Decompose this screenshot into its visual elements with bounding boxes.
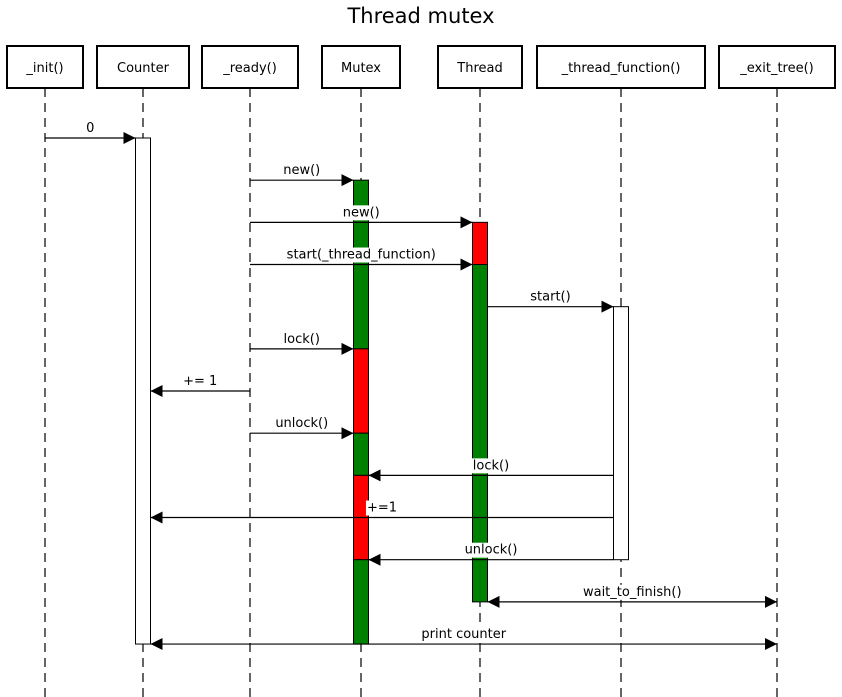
activation-thread_function-active	[613, 306, 629, 561]
participant-label-thread: Thread	[456, 61, 502, 76]
message-label-11: unlock()	[465, 543, 518, 558]
message-label-bg-11	[463, 542, 519, 558]
message-arrowhead-13	[765, 638, 777, 651]
participant-box-thread	[437, 45, 523, 89]
message-label-bg-5	[529, 289, 572, 305]
message-label-bg-8	[274, 416, 330, 432]
message-label-2: new()	[283, 163, 320, 178]
message-label-4: start(_thread_function)	[287, 248, 436, 263]
message-label-bg-13	[420, 627, 508, 643]
message-label-bg-12	[581, 584, 683, 600]
message-label-8: unlock()	[275, 416, 328, 431]
message-arrowhead-9	[368, 469, 381, 482]
message-label-bg-10	[365, 500, 399, 516]
message-arrowhead-6	[341, 342, 354, 355]
activation-mutex-unlocked	[353, 432, 369, 476]
message-arrowhead-7	[150, 385, 163, 398]
message-label-1: 0	[86, 121, 94, 136]
message-label-13: print counter	[421, 627, 506, 642]
participant-label-mutex: Mutex	[341, 61, 381, 76]
participant-box-exit_tree	[718, 45, 836, 89]
message-label-10: +=1	[367, 501, 397, 516]
message-label-3: new()	[343, 205, 380, 220]
message-arrowhead-5	[601, 300, 614, 313]
participant-box-mutex	[321, 45, 401, 89]
message-label-bg-4	[285, 247, 437, 263]
participant-label-thread_function: _thread_function()	[561, 61, 681, 76]
message-label-bg-3	[341, 205, 381, 221]
participant-box-counter	[96, 45, 190, 89]
message-label-bg-9	[471, 458, 511, 474]
message-arrowhead-12	[765, 595, 777, 608]
message-label-bg-6	[282, 331, 321, 347]
participant-box-ready	[201, 45, 299, 89]
message-label-7: += 1	[183, 374, 217, 389]
activation-mutex-locked	[353, 348, 369, 434]
participant-box-init	[6, 45, 84, 89]
participant-label-ready: _ready()	[222, 61, 277, 76]
participant-label-init: _init()	[25, 61, 63, 76]
message-arrowhead-1	[123, 132, 136, 144]
message-arrowhead-8	[341, 427, 354, 440]
message-arrowhead-10	[150, 511, 163, 524]
message-arrowhead-back-13	[150, 638, 163, 651]
message-label-5: start()	[530, 290, 570, 305]
message-arrowhead-11	[368, 553, 381, 566]
diagram-title: Thread mutex	[346, 4, 494, 28]
activation-mutex-unlocked	[353, 559, 369, 645]
message-arrowhead-2	[341, 174, 354, 187]
participant-label-counter: Counter	[117, 61, 170, 76]
message-arrowhead-3	[460, 216, 473, 229]
message-label-bg-2	[282, 163, 322, 179]
message-label-9: lock()	[473, 458, 509, 473]
message-label-12: wait_to_finish()	[583, 585, 682, 600]
message-label-bg-7	[182, 374, 219, 390]
message-label-bg-1	[85, 121, 96, 136]
activation-counter-active	[135, 137, 151, 645]
participant-box-thread_function	[536, 45, 706, 89]
activation-thread-created	[472, 221, 488, 266]
message-arrowhead-back-12	[487, 595, 500, 608]
participant-label-exit_tree: _exit_tree()	[739, 61, 813, 76]
message-arrowhead-4	[460, 258, 473, 271]
message-label-6: lock()	[284, 332, 320, 347]
